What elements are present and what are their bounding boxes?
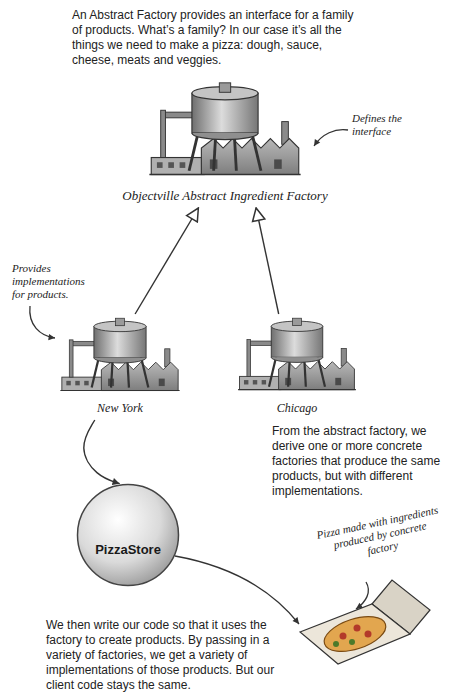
explanation-note: We then write our code so that it uses t… [46,618,294,693]
topping [349,639,355,645]
pizza-box-base [300,604,410,664]
circle-shape [78,485,179,586]
circle-label: PizzaStore [91,541,165,558]
topping [333,641,339,647]
factory-caption: Objectville Abstract Ingredient Factory [118,187,331,204]
abstract-factory-node: Objectville Abstract Ingredient Factory [114,78,336,208]
annotation: Pizza made with ingredients produced by … [313,503,446,568]
leader-arrow [30,306,55,338]
concrete-factory-node: New York [57,314,183,420]
connector-arrow [84,420,120,484]
leader-arrow [314,130,348,146]
explanation-note: From the abstract factory, we derive one… [272,424,448,499]
connector-arrow [135,208,198,314]
abstract-factory-drawing [149,83,300,175]
intro-note: An Abstract Factory provides an interfac… [72,8,362,68]
topping [340,633,347,640]
store-to-pizza-arrow [175,556,299,624]
factory-caption: Chicago [273,400,322,416]
leader-arrow [356,582,368,609]
topping [354,625,361,632]
topping [365,631,372,638]
factory-caption: New York [93,400,147,416]
connector-arrow [256,208,279,314]
new-york-factory-drawing [60,318,179,390]
pizza-box-drawing [300,580,430,664]
concrete-factory-node: Chicago [236,314,358,420]
annotation: Defines the interface [352,112,436,138]
client-circle: PizzaStore [76,483,180,587]
circle-outline [76,483,180,587]
pizza [320,610,390,658]
chicago-factory-drawing [238,318,356,389]
annotation: Provides implementations for products. [12,262,98,301]
